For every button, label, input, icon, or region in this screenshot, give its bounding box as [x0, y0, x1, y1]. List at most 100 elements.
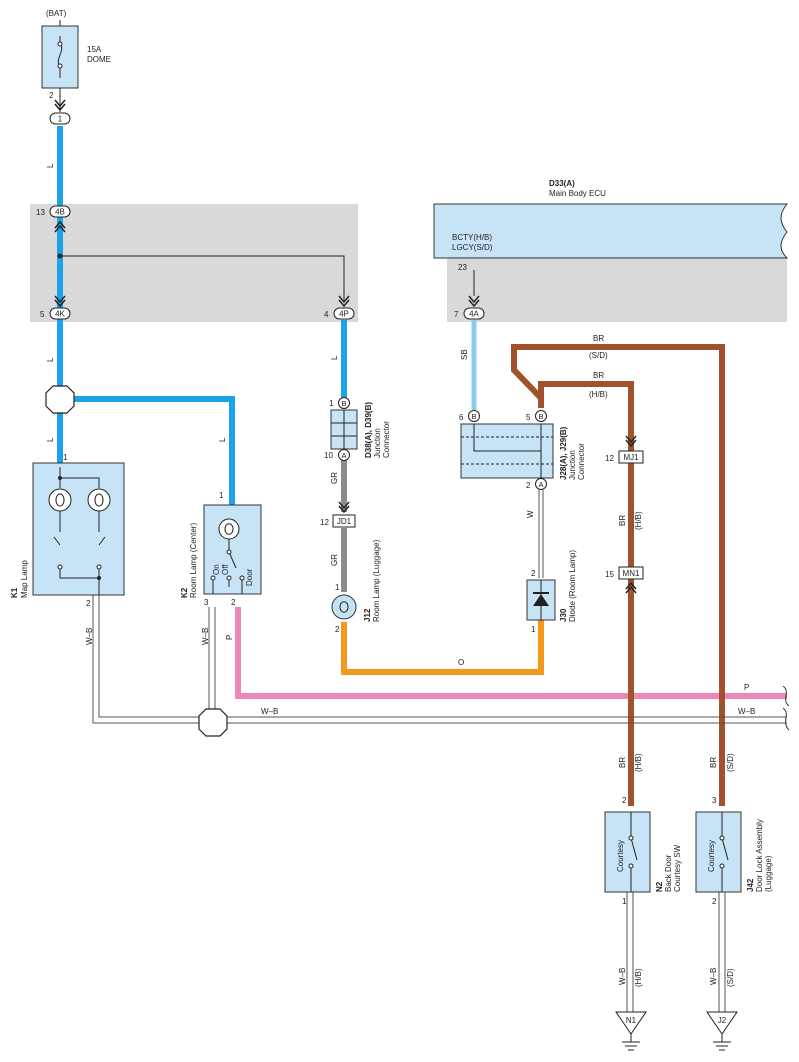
connector-4b-label: 4B — [55, 208, 65, 217]
j28-pin6: 6 — [459, 413, 464, 422]
j28-pin5: 5 — [526, 413, 531, 422]
room-lamp-circuit — [212, 518, 243, 594]
j30-name: Diode (Room Lamp) — [568, 550, 577, 622]
wire-label-sd-3: (S/D) — [726, 968, 735, 987]
wire-wb-line-a — [92, 595, 787, 724]
ground-j2-label: J2 — [718, 1016, 727, 1025]
wire-br-sd — [511, 344, 725, 806]
wire-label-br-5: BR — [709, 757, 718, 768]
junction-block-left — [30, 204, 358, 322]
connector-4a-pin: 7 — [454, 310, 459, 319]
connector-arrow-icon — [625, 581, 637, 594]
bulb-icon — [339, 601, 349, 613]
j12-pin2: 2 — [335, 625, 340, 634]
wire-label-wb-n2: W–B — [618, 968, 627, 985]
connector-mj1-pin: 12 — [605, 454, 614, 463]
wire-label-l-5: L — [330, 355, 339, 360]
wire-label-l-2: L — [46, 357, 55, 362]
wire-label-br-3: BR — [618, 515, 627, 526]
wire-o — [341, 620, 544, 675]
j42-name1: Door Lock Assembly — [755, 819, 764, 892]
connector-4k — [49, 307, 71, 320]
door-lock-assembly-j42 — [695, 811, 742, 893]
ecu-pin: 23 — [458, 263, 467, 272]
d38-letter-b-badge — [338, 397, 350, 409]
d38-name2: Connector — [382, 421, 391, 458]
connector-mn1-pin: 15 — [605, 570, 614, 579]
j42-pin2: 2 — [712, 897, 717, 906]
battery-label: (BAT) — [46, 9, 67, 18]
connector-arrow-icon — [54, 99, 66, 112]
connector-arrow-icon — [338, 295, 350, 308]
d38-pin-top: 1 — [329, 399, 334, 408]
d38-letter-a-badge — [338, 449, 350, 461]
connector-arrow-icon — [338, 501, 350, 514]
wire-label-l-4: L — [218, 437, 227, 442]
j28-name2: Connector — [577, 443, 586, 480]
wire-label-w: W — [526, 510, 535, 518]
map-lamp-k1 — [32, 462, 125, 596]
connector-mn1-label: MN1 — [623, 569, 640, 578]
k2-name: Room Lamp (Center) — [189, 523, 198, 598]
connector-1-label: 1 — [58, 115, 63, 124]
wire-label-p-1: P — [225, 635, 234, 640]
break-mark-top — [782, 685, 790, 707]
splice-point-ground — [198, 708, 228, 737]
wire-label-wb-k1: W–B — [85, 628, 94, 645]
connector-arrow-icon — [54, 220, 66, 233]
k2-pin3: 3 — [204, 598, 209, 607]
connector-jd1-label: JD1 — [337, 517, 352, 526]
k2-pin1: 1 — [219, 491, 224, 500]
j30-pin2: 2 — [531, 569, 536, 578]
wire-label-l-3: L — [46, 437, 55, 442]
connector-mj1 — [618, 450, 644, 464]
splice-point-upper — [45, 385, 75, 414]
n2-label: Courtesy — [616, 840, 625, 872]
main-body-ecu — [433, 203, 789, 259]
k2-off: Off — [221, 564, 230, 575]
junction-block-right — [447, 258, 787, 322]
wire-label-wb-k2: W–B — [201, 628, 210, 645]
back-door-courtesy-sw-n2 — [604, 811, 651, 893]
wire-label-hb-3: (H/B) — [634, 753, 643, 772]
n2-pin1: 1 — [622, 897, 627, 906]
j28-letter-b-left-badge — [468, 410, 480, 422]
connector-arrow-icon — [468, 295, 480, 308]
k1-pin2: 2 — [86, 599, 91, 608]
wire-label-br-2: BR — [593, 371, 604, 380]
k1-name: Map Lamp — [20, 560, 29, 598]
k2-on: On — [212, 564, 221, 575]
wire-p — [235, 607, 787, 699]
connector-1 — [49, 112, 71, 125]
j30-id: J30 — [559, 608, 568, 622]
ground-n1 — [615, 1011, 647, 1035]
wire-label-br-1: BR — [593, 334, 604, 343]
wire-label-gr-2: GR — [330, 554, 339, 566]
j28-pin2: 2 — [526, 481, 531, 490]
ground-icon — [713, 1034, 731, 1051]
wire-label-gr-1: GR — [330, 472, 339, 484]
wire-label-br-4: BR — [618, 757, 627, 768]
j42-id: J42 — [746, 878, 755, 892]
wire-internal-junction — [60, 255, 345, 300]
connector-jd1-pin: 12 — [320, 518, 329, 527]
connector-arrow-icon — [54, 295, 66, 308]
d38-pin-bot: 10 — [324, 451, 333, 460]
j28-letter-a-badge — [535, 478, 547, 490]
d38-letter-b: B — [341, 399, 346, 408]
j42-name2: (Luggage) — [764, 855, 773, 892]
wire-label-sb: SB — [460, 349, 469, 360]
k1-id: K1 — [10, 587, 19, 598]
j42-pin3: 3 — [712, 796, 717, 805]
wire-label-l-1: L — [46, 163, 55, 168]
j28-letter-a: A — [538, 480, 543, 489]
ground-n1-label: N1 — [626, 1016, 637, 1025]
k1-pin1: 1 — [63, 453, 68, 462]
n2-pin2: 2 — [622, 796, 627, 805]
wire-label-sd-2: (S/D) — [726, 753, 735, 772]
connector-4b — [49, 205, 71, 218]
wire-label-wb-2: W–B — [738, 707, 755, 716]
k2-id: K2 — [180, 587, 189, 598]
connector-mn1 — [618, 566, 644, 580]
wire-label-o: O — [458, 658, 464, 667]
